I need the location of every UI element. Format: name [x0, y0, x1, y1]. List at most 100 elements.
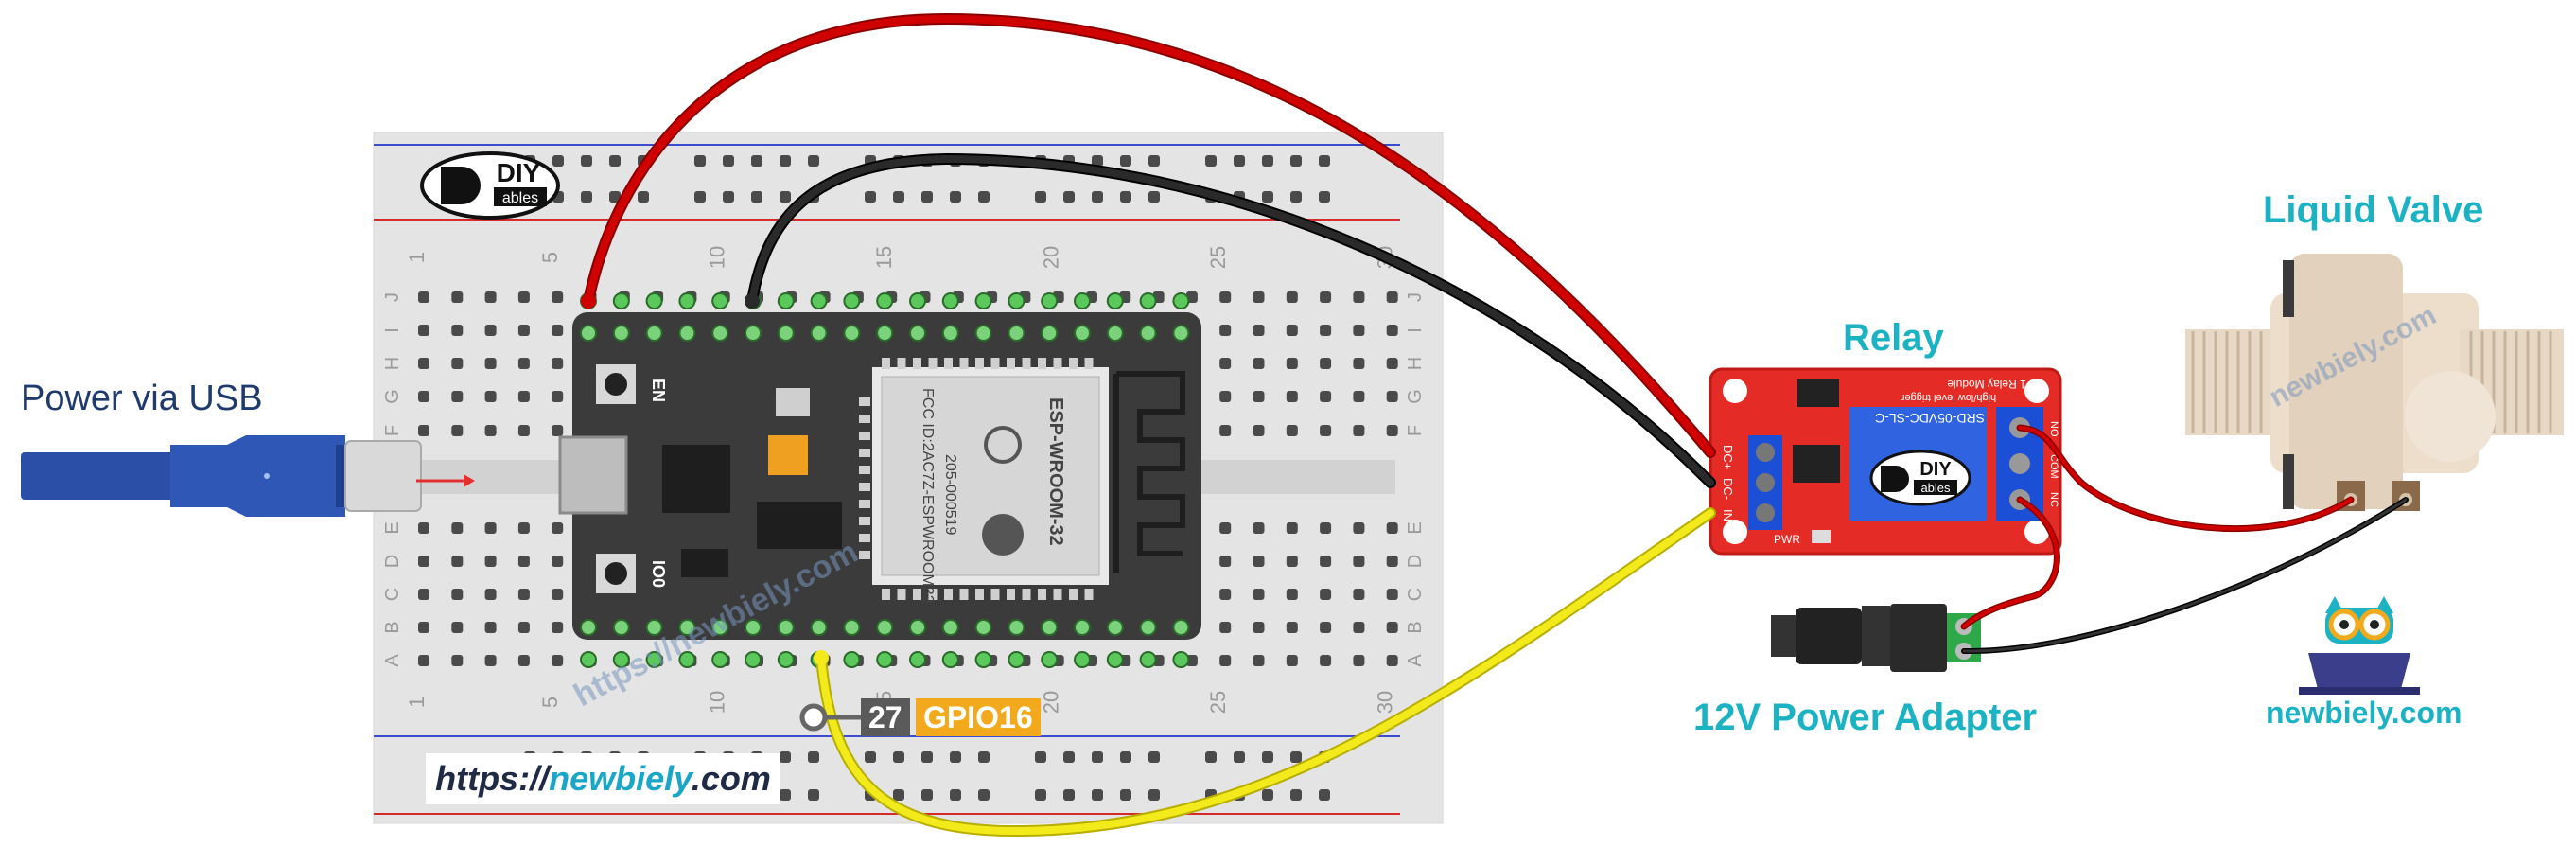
en-label: EN — [649, 379, 668, 402]
breadboard-hole — [517, 589, 530, 600]
breadboard-hole — [1353, 589, 1365, 600]
row-letter: J — [382, 292, 403, 302]
breadboard-hole — [418, 325, 429, 336]
esp32-pin — [612, 619, 630, 636]
module-pin — [913, 358, 921, 369]
esp32-pin — [612, 292, 630, 309]
breadboard-hole — [451, 622, 464, 633]
espressif-logo — [982, 514, 1024, 556]
breadboard-hole — [1320, 622, 1332, 633]
esp32-pin — [580, 325, 597, 342]
module-pin — [1053, 358, 1062, 369]
breadboard-hole — [1148, 155, 1160, 167]
esp32-pin — [678, 651, 696, 668]
breadboard-hole — [484, 425, 497, 436]
module-pin — [928, 358, 938, 369]
column-number: 20 — [1040, 691, 1063, 714]
module-pin — [990, 358, 1000, 369]
breadboard-hole — [517, 325, 530, 336]
breadboard-hole — [552, 325, 564, 336]
breadboard-hole — [1205, 155, 1217, 167]
module-pin — [859, 397, 870, 406]
breadboard-hole — [1320, 556, 1332, 567]
row-letter: G — [382, 389, 403, 404]
esp32-pin — [843, 651, 861, 668]
breadboard-hole — [1320, 358, 1332, 369]
io0-label: IO0 — [649, 560, 668, 588]
module-pin — [1022, 358, 1031, 369]
column-number: 15 — [872, 246, 896, 269]
esp32-pin — [974, 325, 992, 342]
breadboard-hole — [484, 655, 497, 666]
module-pin — [1084, 589, 1094, 600]
breadboard-hole — [1353, 325, 1365, 336]
breadboard-hole — [418, 291, 429, 303]
relay-pin-dcminus: DC- — [1721, 478, 1735, 500]
newbiely-owl-logo — [2299, 596, 2420, 695]
breadboard-hole — [1234, 751, 1245, 763]
breadboard-hole — [1286, 291, 1298, 303]
esp32-pin — [909, 651, 926, 668]
module-model-text: ESP-WROOM-32 — [1045, 397, 1066, 546]
esp32-pin — [909, 325, 926, 342]
row-letter: B — [1405, 621, 1426, 633]
esp32-pin — [745, 619, 762, 636]
breadboard-hole — [1290, 191, 1302, 203]
breadboard-hole — [1262, 191, 1273, 203]
module-pin — [1007, 358, 1015, 369]
breadboard-hole — [1092, 789, 1103, 801]
breadboard-hole — [552, 155, 564, 167]
row-letter: A — [382, 654, 403, 667]
relay-pin-in: IN — [1721, 509, 1735, 521]
breadboard-hole — [1262, 155, 1273, 167]
breadboard-hole — [1219, 522, 1232, 534]
breadboard-hole — [484, 522, 497, 534]
relay-pin-dcplus: DC+ — [1721, 445, 1735, 469]
breadboard-hole — [893, 751, 904, 763]
breadboard-hole — [1262, 751, 1273, 763]
module-fcc-text: FCC ID:2AC7Z-ESPWROOM32 — [920, 388, 936, 604]
esp32-pin — [810, 292, 828, 309]
esp32-pin — [777, 619, 795, 636]
breadboard-hole — [1253, 655, 1265, 666]
breadboard-hole — [517, 358, 530, 369]
esp32-pin — [1074, 325, 1091, 342]
breadboard-hole — [978, 191, 990, 203]
breadboard-hole — [751, 191, 762, 203]
breadboard-hole — [1148, 191, 1160, 203]
breadboard-hole — [978, 751, 990, 763]
module-pin — [1053, 589, 1062, 600]
breadboard-hole — [1219, 291, 1232, 303]
esp32-pin — [777, 651, 795, 668]
breadboard-hole — [950, 191, 961, 203]
breadboard-hole — [780, 191, 791, 203]
breadboard-hole — [1353, 291, 1365, 303]
breadboard-hole — [1386, 358, 1398, 369]
url-suffix: .com — [691, 759, 771, 798]
breadboard-hole — [1286, 425, 1298, 436]
website-url[interactable]: https://newbiely.com — [426, 753, 780, 804]
breadboard-hole — [1063, 191, 1075, 203]
power-via-usb-label: Power via USB — [21, 379, 263, 418]
row-letter: F — [382, 425, 403, 436]
esp32-pin — [645, 651, 663, 668]
breadboard-hole — [1386, 655, 1398, 666]
breadboard-hole — [1205, 751, 1217, 763]
module-pin — [882, 358, 890, 369]
breadboard-hole — [418, 589, 429, 600]
module-pin — [1022, 589, 1031, 600]
breadboard-hole — [451, 325, 464, 336]
breadboard-hole — [517, 622, 530, 633]
esp32-pin — [711, 619, 729, 636]
ce-mark — [984, 426, 1022, 464]
esp32-pin — [745, 651, 762, 668]
breadboard-hole — [1092, 751, 1103, 763]
pcb-antenna — [1113, 371, 1185, 573]
breadboard-hole — [1092, 191, 1103, 203]
breadboard-hole — [1253, 325, 1265, 336]
module-pin — [975, 358, 984, 369]
diyables-logo: DIY ables — [420, 151, 560, 220]
esp32-pin — [1139, 651, 1157, 668]
esp32-pin — [1172, 325, 1190, 342]
